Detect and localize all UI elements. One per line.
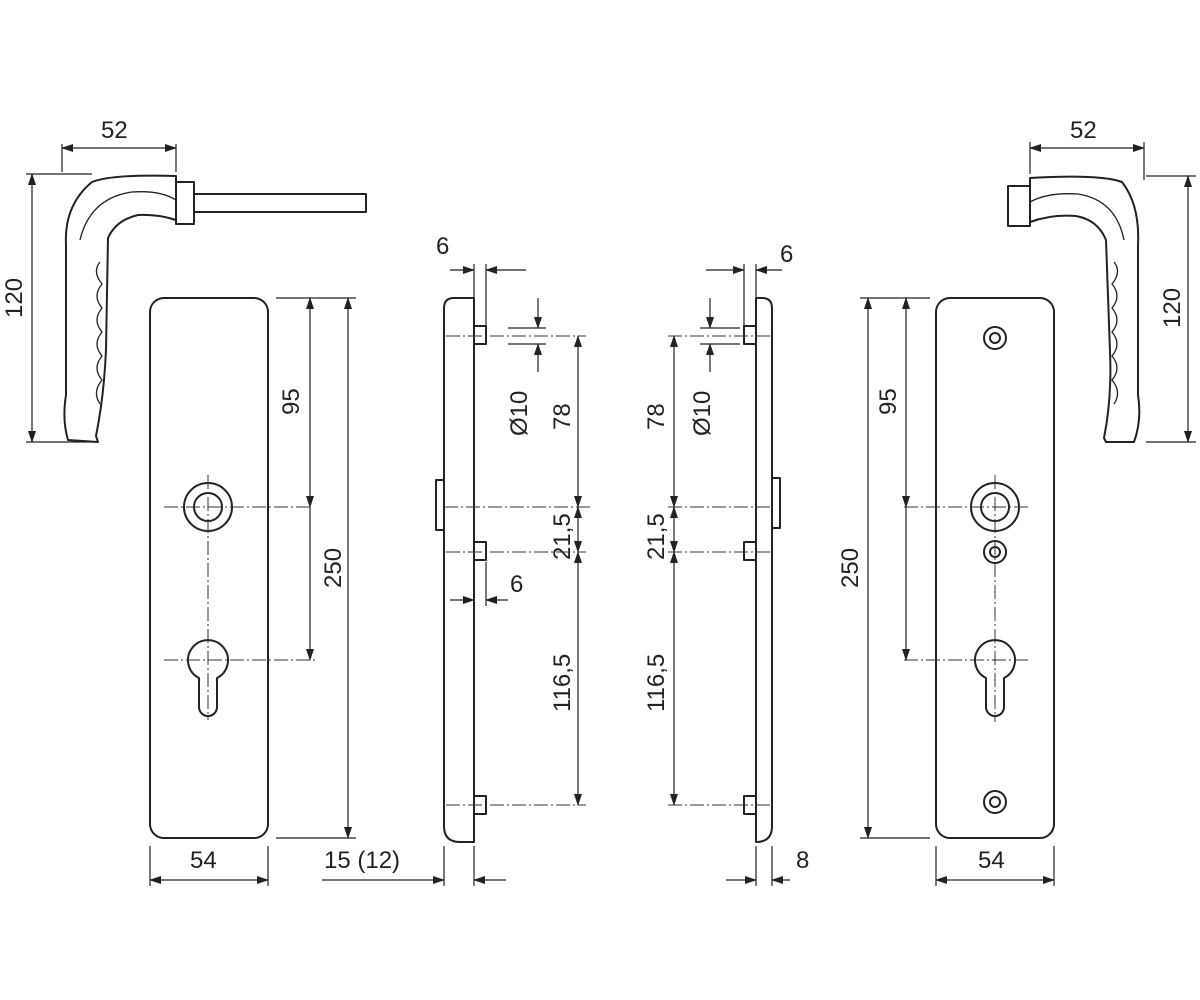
right-side-profile — [755, 297, 773, 843]
right-side-bottom-spacing-label: 116,5 — [643, 654, 670, 712]
right-front-plate: 95 250 54 — [837, 297, 1055, 886]
left-handle-rose — [175, 181, 195, 225]
left-side-spindle-stub — [435, 479, 445, 531]
right-plate-offset-label: 95 — [875, 388, 902, 415]
right-handle-height-label: 120 — [1159, 288, 1186, 328]
left-side-top-spacing-label: 78 — [549, 403, 576, 430]
right-handle: 52 120 — [1007, 117, 1196, 443]
right-plate-height-label: 250 — [837, 548, 864, 588]
right-side-spindle-stub — [771, 477, 781, 529]
left-plate-width-label: 54 — [190, 847, 217, 874]
right-plate-width-label: 54 — [978, 847, 1005, 874]
right-handle-width-label: 52 — [1070, 117, 1097, 144]
right-plate-keyhole — [974, 639, 1016, 717]
left-handle-height-label: 120 — [1, 278, 28, 318]
left-side-profile — [443, 297, 475, 843]
left-handle-width-label: 52 — [101, 117, 128, 144]
left-plate-height-label: 250 — [320, 548, 347, 588]
right-plate-top-screw — [983, 326, 1007, 350]
left-side-hole-label: Ø10 — [506, 391, 533, 436]
left-side-mid-spacing-label: 21,5 — [549, 513, 576, 560]
left-side-screw-label: 6 — [436, 233, 449, 260]
right-handle-rose — [1007, 185, 1031, 227]
right-handle-fingerwaves — [1111, 261, 1119, 405]
left-side-bottom-spacing-label: 116,5 — [549, 654, 576, 712]
right-side-mid-spacing-label: 21,5 — [643, 513, 670, 560]
right-handle-contour — [1029, 193, 1125, 241]
right-side-thickness-label: 8 — [796, 847, 809, 874]
left-handle-contour — [79, 191, 177, 241]
left-handle: 52 120 — [1, 117, 367, 443]
left-side-view: 6 Ø10 78 21,5 116,5 6 15 (12) — [322, 233, 590, 886]
left-handle-grip — [63, 174, 177, 443]
right-handle-grip — [1029, 175, 1141, 443]
left-front-plate: 95 250 54 — [149, 297, 356, 886]
left-side-mid-offset-label: 6 — [510, 571, 523, 598]
right-side-top-spacing-label: 78 — [643, 403, 670, 430]
left-handle-fingerwaves — [95, 261, 103, 405]
left-plate-keyhole — [187, 639, 229, 717]
right-plate-bottom-screw — [983, 790, 1007, 814]
right-side-view: 6 Ø10 78 21,5 116,5 8 — [643, 241, 809, 886]
left-handle-spindle — [193, 193, 367, 213]
right-side-hole-label: Ø10 — [689, 391, 716, 436]
right-plate-outline — [935, 297, 1055, 839]
left-plate-outline — [149, 297, 269, 839]
left-plate-offset-label: 95 — [278, 388, 305, 415]
right-side-screw-label: 6 — [780, 241, 793, 268]
left-side-thickness-label: 15 (12) — [324, 847, 400, 874]
